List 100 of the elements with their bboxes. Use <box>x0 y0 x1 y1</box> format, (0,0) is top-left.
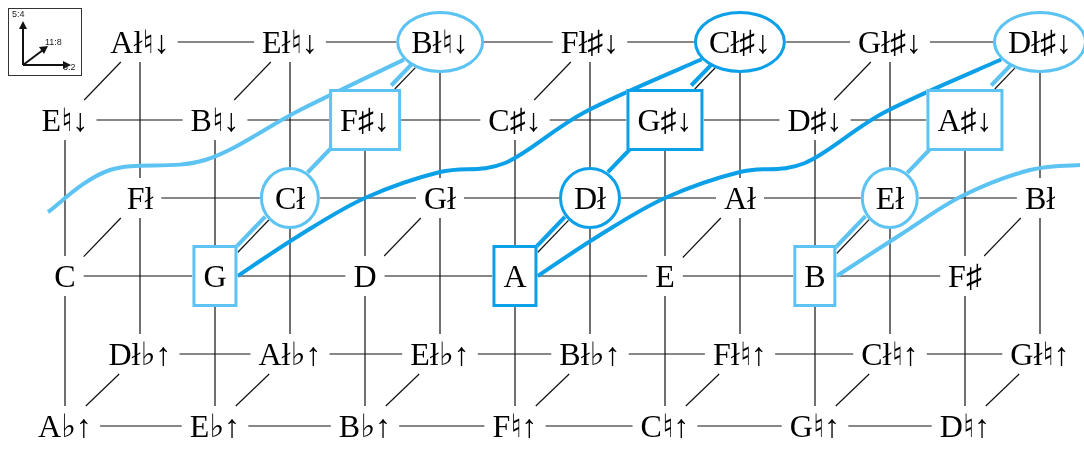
lattice-line <box>514 139 516 246</box>
wrap-curve <box>536 57 1002 278</box>
lattice-line <box>703 119 780 121</box>
lattice-line <box>394 67 416 90</box>
lattice-line <box>439 217 441 335</box>
lattice-line <box>463 197 560 199</box>
lattice-line <box>682 275 794 277</box>
lattice-line <box>289 61 291 168</box>
note-name: C <box>46 256 84 296</box>
note-name: Bł <box>1016 178 1064 218</box>
lattice-line <box>685 373 720 407</box>
lattice-line <box>533 61 572 101</box>
lattice-line <box>384 275 493 277</box>
lattice-line <box>850 119 927 121</box>
circled-note: Bł♮↓ <box>396 11 484 73</box>
circled-note: Dł♯↓ <box>993 11 1084 73</box>
lattice-line <box>99 425 183 427</box>
note-name: F♮↑ <box>484 406 546 446</box>
lattice-line <box>177 41 255 43</box>
lattice-line <box>364 295 366 407</box>
lattice-line <box>682 217 722 259</box>
lattice-line <box>64 295 66 407</box>
lattice-line <box>235 373 270 407</box>
lattice-line <box>664 295 666 407</box>
lattice-line <box>847 425 933 427</box>
boxed-note: B <box>793 245 837 307</box>
lattice-line <box>964 295 966 407</box>
note-name: G♮↑ <box>781 406 849 446</box>
note-name: Gł♯↓ <box>850 22 930 62</box>
note-name: Gł <box>416 178 464 218</box>
wrap-curve <box>835 163 1081 278</box>
lattice-line <box>929 41 994 43</box>
lattice-line <box>85 373 120 407</box>
circled-note: Cł♯↓ <box>693 11 787 73</box>
note-name: Fł♯↓ <box>552 22 628 62</box>
note-name: Ał <box>716 178 764 218</box>
lattice-line <box>214 306 216 407</box>
lattice-line <box>95 119 184 121</box>
lattice-line <box>833 61 872 101</box>
note-name: E♮↓ <box>33 100 97 140</box>
wrap-curve <box>236 57 703 278</box>
lattice-line <box>325 41 397 43</box>
lattice-line <box>319 197 417 199</box>
note-name: Eł♭↑ <box>402 334 478 374</box>
lattice-line <box>739 217 741 335</box>
lattice-line <box>983 217 1022 257</box>
lattice-line <box>589 228 591 335</box>
lattice-line <box>774 353 854 355</box>
lattice-line <box>918 197 1018 199</box>
lattice-line <box>514 306 516 407</box>
lattice-line <box>178 353 252 355</box>
circled-note: Dł <box>559 167 621 229</box>
note-name: A♭↑ <box>29 406 101 446</box>
note-name: D <box>345 256 385 296</box>
note-name: Eł♮↓ <box>254 22 326 62</box>
lattice-line <box>535 373 570 407</box>
lattice-line <box>83 61 122 101</box>
lattice-line <box>889 61 891 168</box>
lattice-line <box>589 61 591 168</box>
note-name: B♮↓ <box>182 100 248 140</box>
note-name: Gł♮↑ <box>1002 334 1078 374</box>
note-name: Ał♭↑ <box>250 334 330 374</box>
lattice-line <box>246 119 330 121</box>
lattice-line <box>160 197 261 199</box>
lattice-line <box>1039 72 1041 179</box>
lattice-line <box>626 41 695 43</box>
note-name: E <box>647 256 683 296</box>
wrap-curve <box>46 57 405 214</box>
note-name: Bł♭↑ <box>551 334 629 374</box>
axis-label: 3:2 <box>63 63 76 72</box>
circled-note: Eł <box>860 167 920 229</box>
note-name: Fł♮↑ <box>704 334 776 374</box>
note-name: B♭↑ <box>330 406 400 446</box>
lattice-line <box>889 228 891 335</box>
lattice-line <box>814 306 816 407</box>
lattice-line <box>763 197 862 199</box>
note-name: C♯↓ <box>480 100 550 140</box>
lattice-line <box>83 217 122 258</box>
lattice-line <box>233 61 272 101</box>
lattice-line <box>214 139 216 246</box>
lattice-line <box>328 353 403 355</box>
lattice-line <box>985 373 1020 407</box>
lattice-line <box>383 217 422 257</box>
note-name: F♯ <box>940 256 990 296</box>
lattice-line <box>83 275 193 277</box>
lattice-line <box>398 425 485 427</box>
note-name: Cł♮↑ <box>853 334 927 374</box>
boxed-note: A♯↓ <box>926 89 1004 151</box>
lattice-line <box>549 119 627 121</box>
lattice-line <box>400 119 481 121</box>
lattice-line <box>785 41 851 43</box>
lattice-line <box>483 41 554 43</box>
lattice-line <box>289 228 291 335</box>
note-name: C♮↑ <box>632 406 698 446</box>
lattice-line <box>64 139 66 257</box>
lattice-line <box>139 61 141 179</box>
lattice-line <box>139 217 141 335</box>
lattice-line <box>664 150 666 257</box>
note-name: E♭↑ <box>181 406 249 446</box>
lattice-line <box>537 275 648 277</box>
